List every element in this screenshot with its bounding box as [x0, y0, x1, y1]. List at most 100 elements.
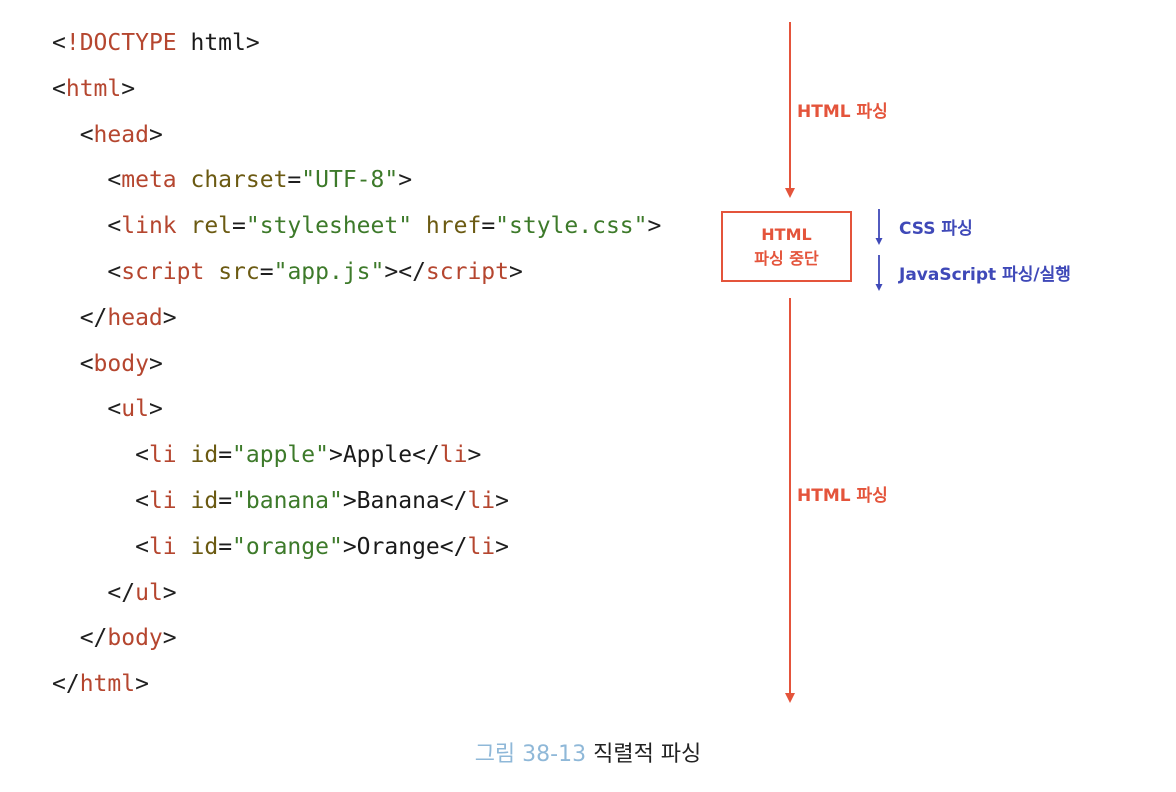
code-token: meta — [121, 167, 177, 194]
code-token: > — [162, 304, 177, 331]
code-token: < — [52, 121, 94, 148]
code-token: "style.css" — [495, 213, 648, 240]
code-token: "orange" — [232, 533, 343, 560]
code-token: > — [245, 30, 260, 56]
code-token: > — [148, 350, 163, 377]
code-token: </ — [52, 625, 108, 652]
code-token: > — [162, 579, 177, 606]
code-token: < — [52, 167, 122, 194]
code-line: <body> — [52, 349, 163, 379]
js-parse-arrowhead — [875, 284, 883, 291]
code-token: = — [218, 442, 233, 469]
code-token: < — [52, 488, 149, 514]
code-token: < — [52, 213, 122, 240]
code-token: "app.js" — [273, 259, 385, 285]
code-token: "apple" — [232, 442, 329, 469]
code-line: <script src="app.js"></script> — [52, 257, 523, 287]
code-token: >Banana</ — [342, 488, 468, 514]
code-token: > — [647, 213, 662, 240]
code-line: </body> — [52, 623, 177, 653]
code-token: li — [467, 533, 496, 560]
code-token: li — [467, 488, 496, 514]
code-token: >Orange</ — [342, 533, 468, 560]
code-token: < — [52, 259, 122, 285]
code-line: <head> — [52, 120, 163, 150]
code-token: = — [259, 259, 274, 285]
code-token: href — [412, 213, 482, 240]
code-token: html — [79, 671, 136, 698]
code-token: </ — [52, 304, 108, 331]
code-token: head — [93, 121, 149, 148]
css-parse-arrowhead — [875, 238, 883, 245]
code-token: > — [135, 671, 149, 698]
code-token: id — [176, 533, 219, 560]
code-token: li — [439, 442, 468, 469]
code-token: li — [148, 533, 177, 560]
html-parse-arrowhead-top — [785, 188, 795, 198]
code-token: < — [52, 75, 66, 102]
code-token: script — [121, 259, 205, 285]
code-token: link — [121, 213, 177, 240]
code-token: > — [121, 75, 136, 102]
code-token: id — [176, 442, 219, 469]
code-token: ul — [121, 396, 149, 423]
code-token: > — [162, 625, 177, 652]
html-parse-label-bottom: HTML 파싱 — [797, 486, 888, 506]
code-token: "UTF-8" — [301, 167, 399, 194]
code-token: > — [148, 121, 163, 148]
code-token: > — [495, 533, 510, 560]
caption-text: 직렬적 파싱 — [593, 742, 702, 767]
stop-box-line1: HTML — [761, 225, 812, 244]
code-token: id — [176, 488, 219, 514]
css-parse-label: CSS 파싱 — [899, 219, 973, 239]
code-token: "banana" — [232, 488, 343, 514]
code-token: > — [495, 488, 510, 514]
code-token: = — [481, 213, 496, 240]
code-token: src — [204, 259, 260, 285]
code-token: script — [425, 259, 510, 285]
code-token: > — [509, 259, 523, 285]
code-line: <li id="banana">Banana</li> — [52, 486, 509, 516]
code-token: body — [107, 625, 163, 652]
code-line: </ul> — [52, 578, 177, 608]
code-token: html — [65, 75, 122, 102]
code-token: head — [107, 304, 163, 331]
code-token: li — [148, 442, 177, 469]
code-token: > — [467, 442, 482, 469]
code-token: = — [232, 213, 246, 240]
html-parse-label-top: HTML 파싱 — [797, 102, 888, 122]
code-token: < — [52, 442, 149, 469]
code-token: >Apple</ — [328, 442, 440, 469]
code-token: charset — [176, 167, 288, 194]
code-token: </ — [52, 671, 80, 698]
code-token: = — [218, 533, 233, 560]
code-token: rel — [176, 213, 233, 240]
code-token: ul — [135, 579, 163, 606]
code-token: > — [148, 396, 163, 423]
code-token: body — [93, 350, 149, 377]
caption-number: 그림 38-13 — [474, 742, 587, 767]
code-line: <meta charset="UTF-8"> — [52, 165, 412, 195]
code-token: < — [52, 350, 94, 377]
html-parse-arrowhead-bottom — [785, 693, 795, 703]
code-line: </html> — [52, 669, 149, 699]
code-line: <li id="orange">Orange</li> — [52, 532, 509, 562]
code-line: <ul> — [52, 394, 163, 424]
code-token: > — [398, 167, 413, 194]
html-parse-stop-box: HTML 파싱 중단 — [721, 211, 852, 282]
code-line: <!DOCTYPE html> — [52, 28, 260, 58]
code-line: <link rel="stylesheet" href="style.css"> — [52, 211, 661, 241]
code-token: < — [52, 533, 149, 560]
code-line: <html> — [52, 74, 135, 104]
code-token: ></ — [384, 259, 426, 285]
code-line: <li id="apple">Apple</li> — [52, 440, 481, 470]
figure-caption: 그림 38-13 직렬적 파싱 — [0, 736, 1176, 768]
code-token: "stylesheet" — [245, 213, 413, 240]
code-token: < — [52, 30, 66, 56]
code-token: < — [52, 396, 122, 423]
js-parse-label: JavaScript 파싱/실행 — [899, 265, 1071, 285]
stop-box-line2: 파싱 중단 — [754, 249, 819, 268]
code-token: !DOCTYPE — [65, 30, 177, 56]
code-line: </head> — [52, 303, 177, 333]
